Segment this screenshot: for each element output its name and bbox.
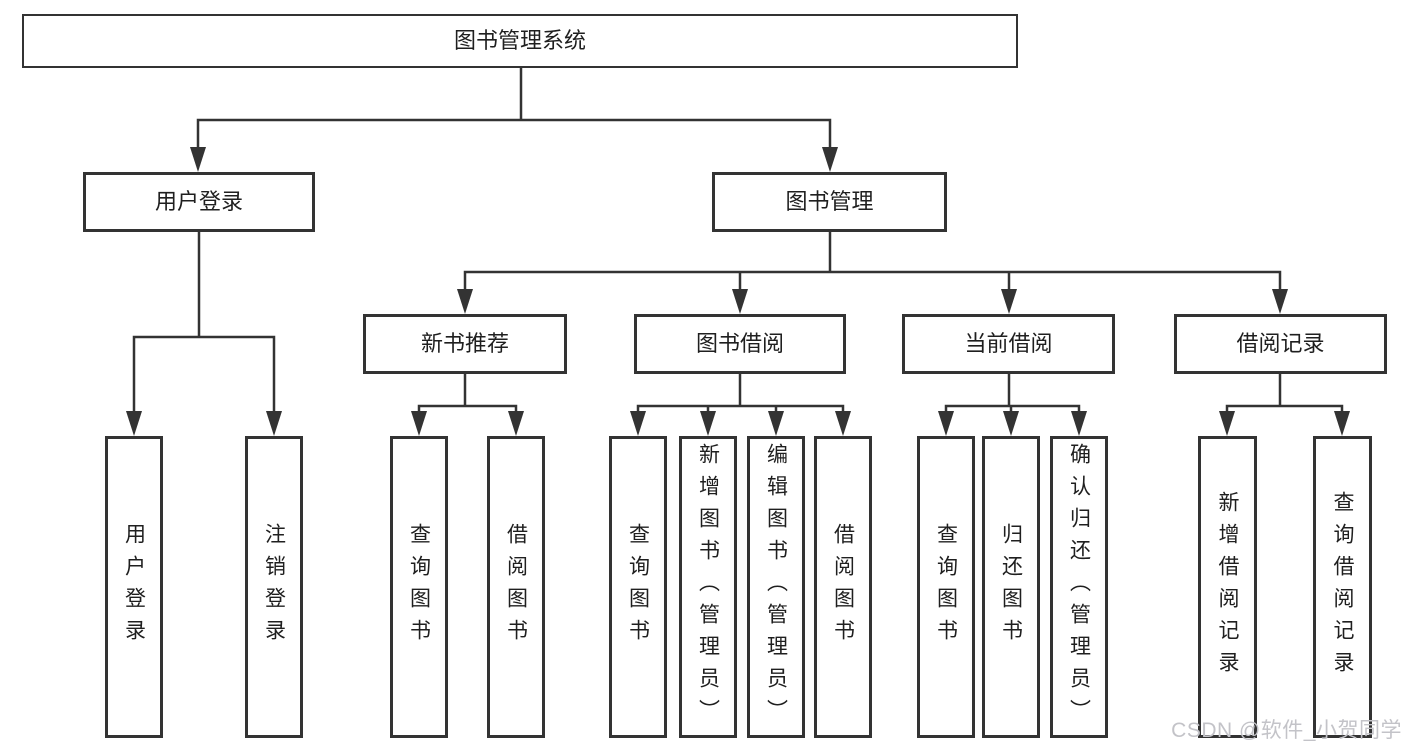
arrowhead-down-icon [630,411,646,436]
leaf-confirm-return-admin: 确认归还（管理员） [1050,436,1108,738]
arrowhead-down-icon [1272,289,1288,314]
csdn-watermark: CSDN @软件_小贺同学 [1171,719,1402,742]
arrowhead-down-icon [126,411,142,436]
arrowhead-down-icon [1001,289,1017,314]
arrowhead-down-icon [1071,411,1087,436]
leaf-add-borrow-record: 新增借阅记录 [1198,436,1257,738]
node-book-management: 图书管理 [712,172,947,232]
arrowhead-down-icon [1334,411,1350,436]
arrowhead-down-icon [1003,411,1019,436]
arrowhead-down-icon [1219,411,1235,436]
arrowhead-down-icon [938,411,954,436]
node-book-borrowing: 图书借阅 [634,314,846,374]
arrowhead-down-icon [411,411,427,436]
arrowhead-down-icon [266,411,282,436]
connector-arrowheads [126,147,1350,436]
leaf-borrow-books-recommend: 借阅图书 [487,436,545,738]
arrowhead-down-icon [768,411,784,436]
arrowhead-down-icon [822,147,838,172]
node-user-login: 用户登录 [83,172,315,232]
node-library-management-system: 图书管理系统 [22,14,1018,68]
leaf-add-books-admin: 新增图书（管理员） [679,436,737,738]
leaf-edit-books-admin: 编辑图书（管理员） [747,436,805,738]
leaf-return-books: 归还图书 [982,436,1040,738]
leaf-logout: 注销登录 [245,436,303,738]
leaf-query-books-borrowing: 查询图书 [609,436,667,738]
arrowhead-down-icon [508,411,524,436]
node-current-borrowing: 当前借阅 [902,314,1115,374]
arrowhead-down-icon [835,411,851,436]
leaf-borrow-books-borrowing: 借阅图书 [814,436,872,738]
leaf-query-borrow-record: 查询借阅记录 [1313,436,1372,738]
node-borrowing-records: 借阅记录 [1174,314,1387,374]
arrowhead-down-icon [732,289,748,314]
leaf-user-login: 用户登录 [105,436,163,738]
arrowhead-down-icon [700,411,716,436]
arrowhead-down-icon [457,289,473,314]
node-new-book-recommendation: 新书推荐 [363,314,567,374]
leaf-query-books-recommend: 查询图书 [390,436,448,738]
arrowhead-down-icon [190,147,206,172]
leaf-query-books-current: 查询图书 [917,436,975,738]
